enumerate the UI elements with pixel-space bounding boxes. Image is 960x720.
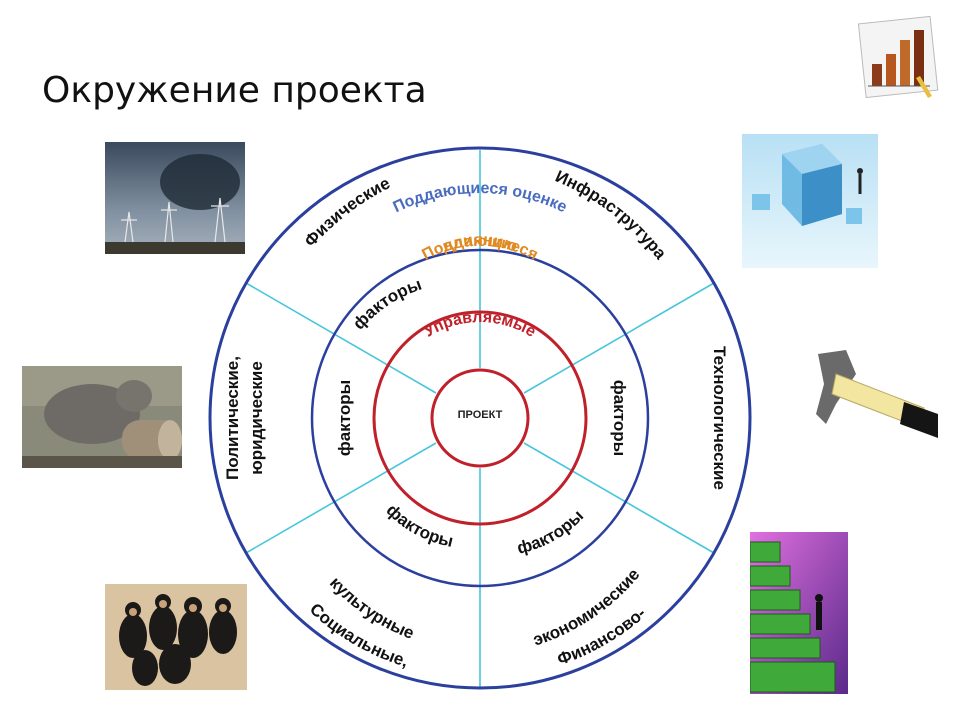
political-label-1: Политические, <box>223 356 242 480</box>
slide-title: Окружение проекта <box>42 70 427 111</box>
svg-text:экономические: экономические <box>531 565 644 650</box>
hammer-photo <box>796 344 938 444</box>
power-lines-photo <box>105 142 245 254</box>
factors-left: факторы <box>335 380 354 456</box>
financial-label-2: экономические <box>531 565 644 650</box>
factors-upper-left: факторы <box>349 275 424 334</box>
svg-text:факторы: факторы <box>349 275 424 334</box>
sector-lines <box>245 150 715 688</box>
svg-text:Физические: Физические <box>301 174 394 251</box>
project-label: ПРОЕКТ <box>458 409 503 421</box>
svg-text:факторы: факторы <box>383 500 456 551</box>
environment-diagram: ПРОЕКТ Поддающиеся оценке Поддающиеся вл… <box>208 146 752 690</box>
elephant-photo <box>22 366 182 468</box>
outer-ring <box>208 146 752 690</box>
project-circle <box>430 368 530 468</box>
chimps-photo <box>105 584 247 690</box>
factors-right: факторы <box>610 380 629 456</box>
cubes-photo <box>742 134 878 268</box>
middle-ring <box>310 248 650 588</box>
political-label-2: юридические <box>247 361 266 475</box>
factors-lower-left: факторы <box>383 500 456 551</box>
technological-label: Технологические <box>710 346 729 490</box>
physical-label: Физические <box>301 174 394 251</box>
chart-icon <box>858 15 939 98</box>
money-stairs-photo <box>750 532 848 694</box>
managed-ring <box>372 310 588 526</box>
